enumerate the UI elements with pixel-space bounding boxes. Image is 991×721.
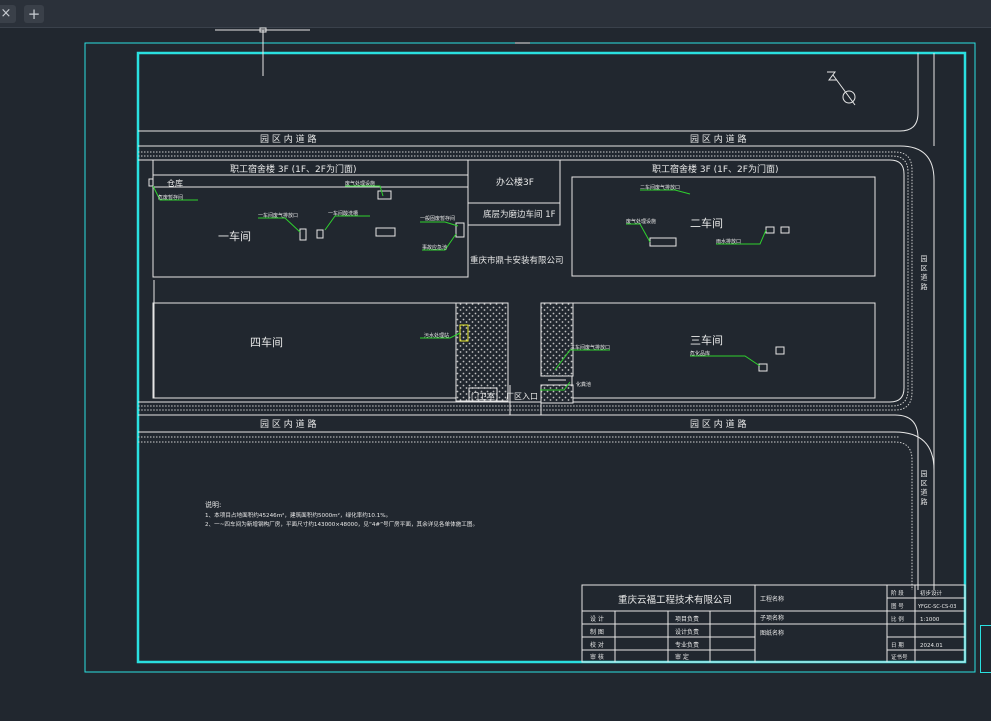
green-belt-left bbox=[455, 302, 509, 402]
left-building-outline bbox=[152, 159, 561, 398]
leader-label-10: 污水处理站 bbox=[424, 332, 449, 339]
workshop2-label: 二车间 bbox=[690, 216, 723, 230]
notes-line-2: 2、一~四车间为新增钢构厂房，平面尺寸约143000×48000，见“4#”号厂… bbox=[205, 520, 478, 528]
title-block-company: 重庆云福工程技术有限公司 bbox=[618, 594, 732, 606]
warehouse-label: 仓库 bbox=[167, 178, 183, 188]
dorm-left-label: 职工宿舍楼 3F (1F、2F为门面) bbox=[230, 163, 356, 175]
leader-label-7: 二车间废气排放口 bbox=[640, 184, 680, 191]
equipment-symbols bbox=[148, 178, 790, 372]
tb-row4-b: 审 定 bbox=[675, 653, 689, 661]
road-label-mid-right: 园 区 内 道 路 bbox=[690, 418, 746, 430]
leader-label-2: 一车间废气排放口 bbox=[258, 212, 298, 219]
tb-scale-label: 比 例 bbox=[891, 615, 904, 623]
tb-sub-project: 子项名称 bbox=[760, 614, 784, 622]
leader-label-5: 一般固废暂存间 bbox=[420, 215, 455, 222]
tab-bar: × + bbox=[0, 0, 991, 28]
top-pole-symbol bbox=[215, 27, 310, 76]
tb-row1-a: 设 计 bbox=[590, 615, 604, 623]
leader-label-13: 化粪池 bbox=[576, 381, 591, 388]
tb-row3-b: 专业负责 bbox=[675, 641, 699, 649]
tb-row1-b: 项目负责 bbox=[675, 615, 699, 623]
company-label: 重庆市鼎卡安装有限公司 bbox=[470, 255, 564, 266]
dorm-right-label: 职工宿舍楼 3F (1F、2F为门面) bbox=[652, 163, 778, 175]
office-label: 办公楼3F bbox=[496, 176, 534, 188]
inner-border bbox=[136, 51, 967, 664]
road-label-mid-left: 园 区 内 道 路 bbox=[260, 418, 316, 430]
tb-row4-a: 审 核 bbox=[590, 653, 604, 661]
leader-label-9: 雨水排放口 bbox=[716, 238, 741, 245]
workshop-bottom-label: 底层为磨边车间 1F bbox=[483, 209, 556, 220]
site-boundary-hatch bbox=[138, 151, 913, 411]
guard-room-label: 门卫室 bbox=[471, 391, 495, 401]
notes-line-1: 1、本项目占地面积约45246m²，建筑面积约5000m²，绿化率约10.1%。 bbox=[205, 511, 391, 519]
workshop1-label: 一车间 bbox=[218, 229, 251, 243]
top-road bbox=[138, 53, 935, 590]
tb-stage-label: 阶 段 bbox=[891, 589, 904, 597]
workshop4-label: 四车间 bbox=[250, 335, 283, 349]
leader-label-6: 事故应急池 bbox=[422, 244, 447, 251]
tb-number-label: 图 号 bbox=[891, 602, 904, 610]
tb-date-value: 2024.01 bbox=[920, 643, 943, 649]
north-arrow-icon bbox=[827, 71, 856, 106]
tb-stage-value: 初步设计 bbox=[920, 589, 943, 597]
viewport-scroll-handle[interactable] bbox=[980, 625, 991, 673]
green-belt-right bbox=[540, 302, 574, 377]
workshop3-label: 三车间 bbox=[690, 333, 723, 347]
tb-row2-b: 设计负责 bbox=[675, 628, 699, 636]
leader-label-12: 危化品库 bbox=[690, 350, 710, 357]
green-belt-small bbox=[540, 384, 574, 404]
road-label-side-top: 园 区 道 路 bbox=[920, 255, 928, 291]
title-block bbox=[581, 584, 966, 663]
tb-drawing-name: 图纸名称 bbox=[760, 629, 784, 637]
notes-title: 说明: bbox=[205, 500, 221, 509]
road-label-top-left: 园 区 内 道 路 bbox=[260, 133, 316, 145]
add-tab-icon[interactable]: + bbox=[24, 5, 44, 23]
tb-scale-value: 1:1000 bbox=[920, 617, 940, 623]
tb-project-name: 工程名称 bbox=[760, 595, 784, 603]
middle-road bbox=[138, 414, 935, 590]
road-label-side-bottom: 园 区 道 路 bbox=[920, 470, 928, 506]
tb-number-value: YFGC-SC-CS-03 bbox=[917, 604, 956, 610]
leader-label-8: 废气处理设施 bbox=[626, 218, 656, 225]
leader-label-1: 危废暂存间 bbox=[158, 194, 183, 201]
entrance-label: 厂区入口 bbox=[506, 392, 538, 401]
tb-row3-a: 校 对 bbox=[590, 641, 604, 649]
leader-label-11: 三车间废气排放口 bbox=[570, 344, 610, 351]
tb-date-label: 日 期 bbox=[891, 642, 904, 649]
close-tab-icon[interactable]: × bbox=[0, 5, 16, 23]
leader-label-3: 一车间酸洗槽 bbox=[328, 210, 358, 217]
tb-cert-label: 证书号 bbox=[891, 653, 908, 661]
road-label-top-right: 园 区 内 道 路 bbox=[690, 133, 746, 145]
outer-border bbox=[84, 42, 976, 673]
tb-row2-a: 制 图 bbox=[590, 628, 604, 636]
leader-label-4: 废气处理设施 bbox=[345, 180, 375, 187]
label-leaders bbox=[152, 185, 767, 391]
